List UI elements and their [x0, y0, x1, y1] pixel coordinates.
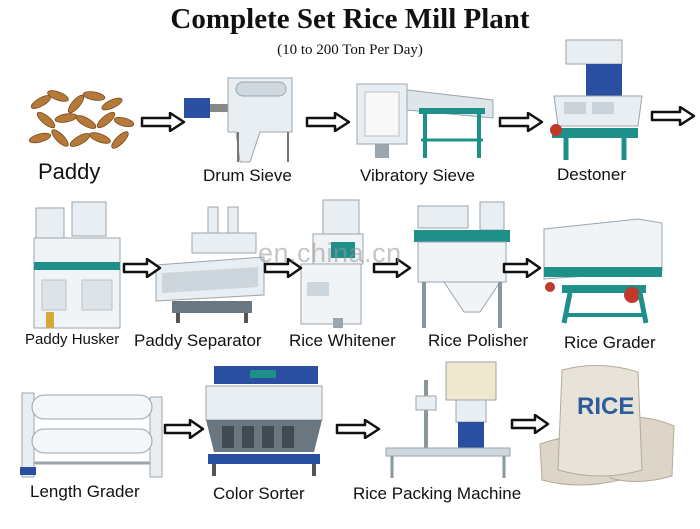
flow-arrow-1: [140, 111, 186, 137]
paddy-grains-image: [26, 82, 136, 154]
vibratory-sieve-image: [355, 70, 495, 162]
page-title: Complete Set Rice Mill Plant: [170, 3, 530, 35]
rice-packing-machine-image: [382, 360, 514, 482]
watermark-text: en.china.cn: [258, 238, 402, 268]
flow-arrow-6: [263, 257, 303, 283]
flow-arrow-7: [372, 257, 412, 283]
rice-grader-image: [540, 215, 666, 327]
rice-bags-image: [538, 360, 678, 490]
flow-arrow-3: [498, 111, 544, 137]
flow-arrow-11: [510, 413, 550, 439]
step-label-paddy: Paddy: [38, 159, 101, 184]
page-subtitle: (10 to 200 Ton Per Day): [277, 42, 423, 58]
step-label-rice-packing-machine: Rice Packing Machine: [353, 484, 522, 503]
step-label-destoner: Destoner: [557, 165, 626, 184]
rice-whitener-image: [295, 198, 367, 330]
paddy-separator-image: [152, 205, 270, 325]
step-label-length-grader: Length Grader: [30, 482, 140, 501]
flow-arrow-5: [122, 257, 162, 283]
flow-arrow-10: [335, 418, 381, 444]
step-label-paddy-husker: Paddy Husker: [25, 331, 120, 348]
step-label-drum-sieve: Drum Sieve: [203, 166, 292, 185]
step-label-rice-polisher: Rice Polisher: [428, 331, 529, 350]
step-label-rice-whitener: Rice Whitener: [289, 331, 396, 350]
flow-arrow-9: [163, 418, 205, 444]
step-label-vibratory-sieve: Vibratory Sieve: [360, 166, 475, 185]
drum-sieve-image: [180, 70, 300, 165]
flow-arrow-2: [305, 111, 351, 137]
rice-bag-label: RICE: [577, 393, 635, 420]
paddy-husker-image: [32, 200, 122, 330]
step-label-rice-grader: Rice Grader: [564, 333, 656, 352]
length-grader-image: [18, 383, 166, 479]
destoner-image: [546, 38, 646, 162]
rice-polisher-image: [410, 200, 514, 330]
step-label-color-sorter: Color Sorter: [213, 484, 305, 503]
flow-arrow-4: [650, 105, 696, 131]
step-label-paddy-separator: Paddy Separator: [134, 331, 262, 350]
flow-arrow-8: [502, 257, 542, 283]
color-sorter-image: [200, 362, 326, 478]
